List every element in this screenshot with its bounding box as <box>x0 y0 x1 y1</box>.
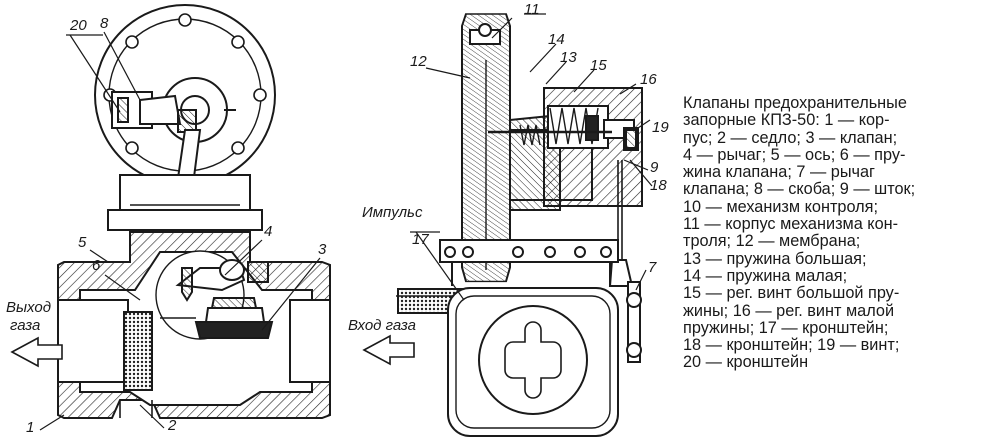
label-9: 9 <box>650 159 659 176</box>
label-18: 18 <box>650 177 667 194</box>
caption-line: 4 — рычаг; 5 — ось; 6 — пру- <box>683 145 906 164</box>
caption-line: 10 — механизм контроля; <box>683 197 879 216</box>
outlet-arrow <box>10 336 63 368</box>
caption-line: 20 — кронштейн <box>683 353 809 372</box>
outlet-label-line2: газа <box>10 317 40 334</box>
label-13: 13 <box>560 49 577 66</box>
label-5: 5 <box>78 234 87 251</box>
caption-line: Клапаны предохранительные <box>683 94 907 112</box>
caption-line: жины; 16 — рег. винт малой <box>683 301 895 320</box>
caption-line: 15 — рег. винт большой пру- <box>683 284 900 303</box>
caption-line: клапана; 8 — скоба; 9 — шток; <box>683 180 916 199</box>
label-12: 12 <box>410 53 427 70</box>
label-7: 7 <box>648 259 657 276</box>
caption-line: жина клапана; 7 — рычаг <box>683 163 875 182</box>
label-14: 14 <box>548 31 565 48</box>
right-view <box>362 13 653 437</box>
outlet-label-line1: Выход <box>6 299 51 316</box>
label-8: 8 <box>100 15 109 32</box>
label-11: 11 <box>524 1 540 18</box>
caption-line: запорные КПЗ-50: 1 — кор- <box>683 111 890 130</box>
caption-line: 11 — корпус механизма кон- <box>683 215 899 234</box>
caption-line: 14 — пружина малая; <box>683 266 848 285</box>
caption-line: пус; 2 — седло; 3 — клапан; <box>683 128 898 147</box>
label-17: 17 <box>412 231 429 248</box>
valve-disc <box>194 321 274 339</box>
label-6: 6 <box>92 257 101 274</box>
caption-line: троля; 12 — мембрана; <box>683 232 861 251</box>
left-view <box>10 4 331 431</box>
label-20: 20 <box>69 17 87 34</box>
label-1: 1 <box>26 419 34 436</box>
label-2: 2 <box>167 417 177 434</box>
seat-ring <box>123 311 153 391</box>
label-3: 3 <box>318 241 327 258</box>
caption-line: 18 — кронштейн; 19 — винт; <box>683 336 900 355</box>
inlet-arrow <box>362 334 415 366</box>
caption-line: пружины; 17 — кронштейн; <box>683 318 889 337</box>
label-16: 16 <box>640 71 657 88</box>
inlet-label: Вход газа <box>348 317 416 334</box>
label-15: 15 <box>590 57 607 74</box>
label-4: 4 <box>264 223 272 240</box>
caption-line: 13 — пружина большая; <box>683 249 867 268</box>
label-19: 19 <box>652 119 669 136</box>
impulse-label: Импульс <box>362 204 423 221</box>
